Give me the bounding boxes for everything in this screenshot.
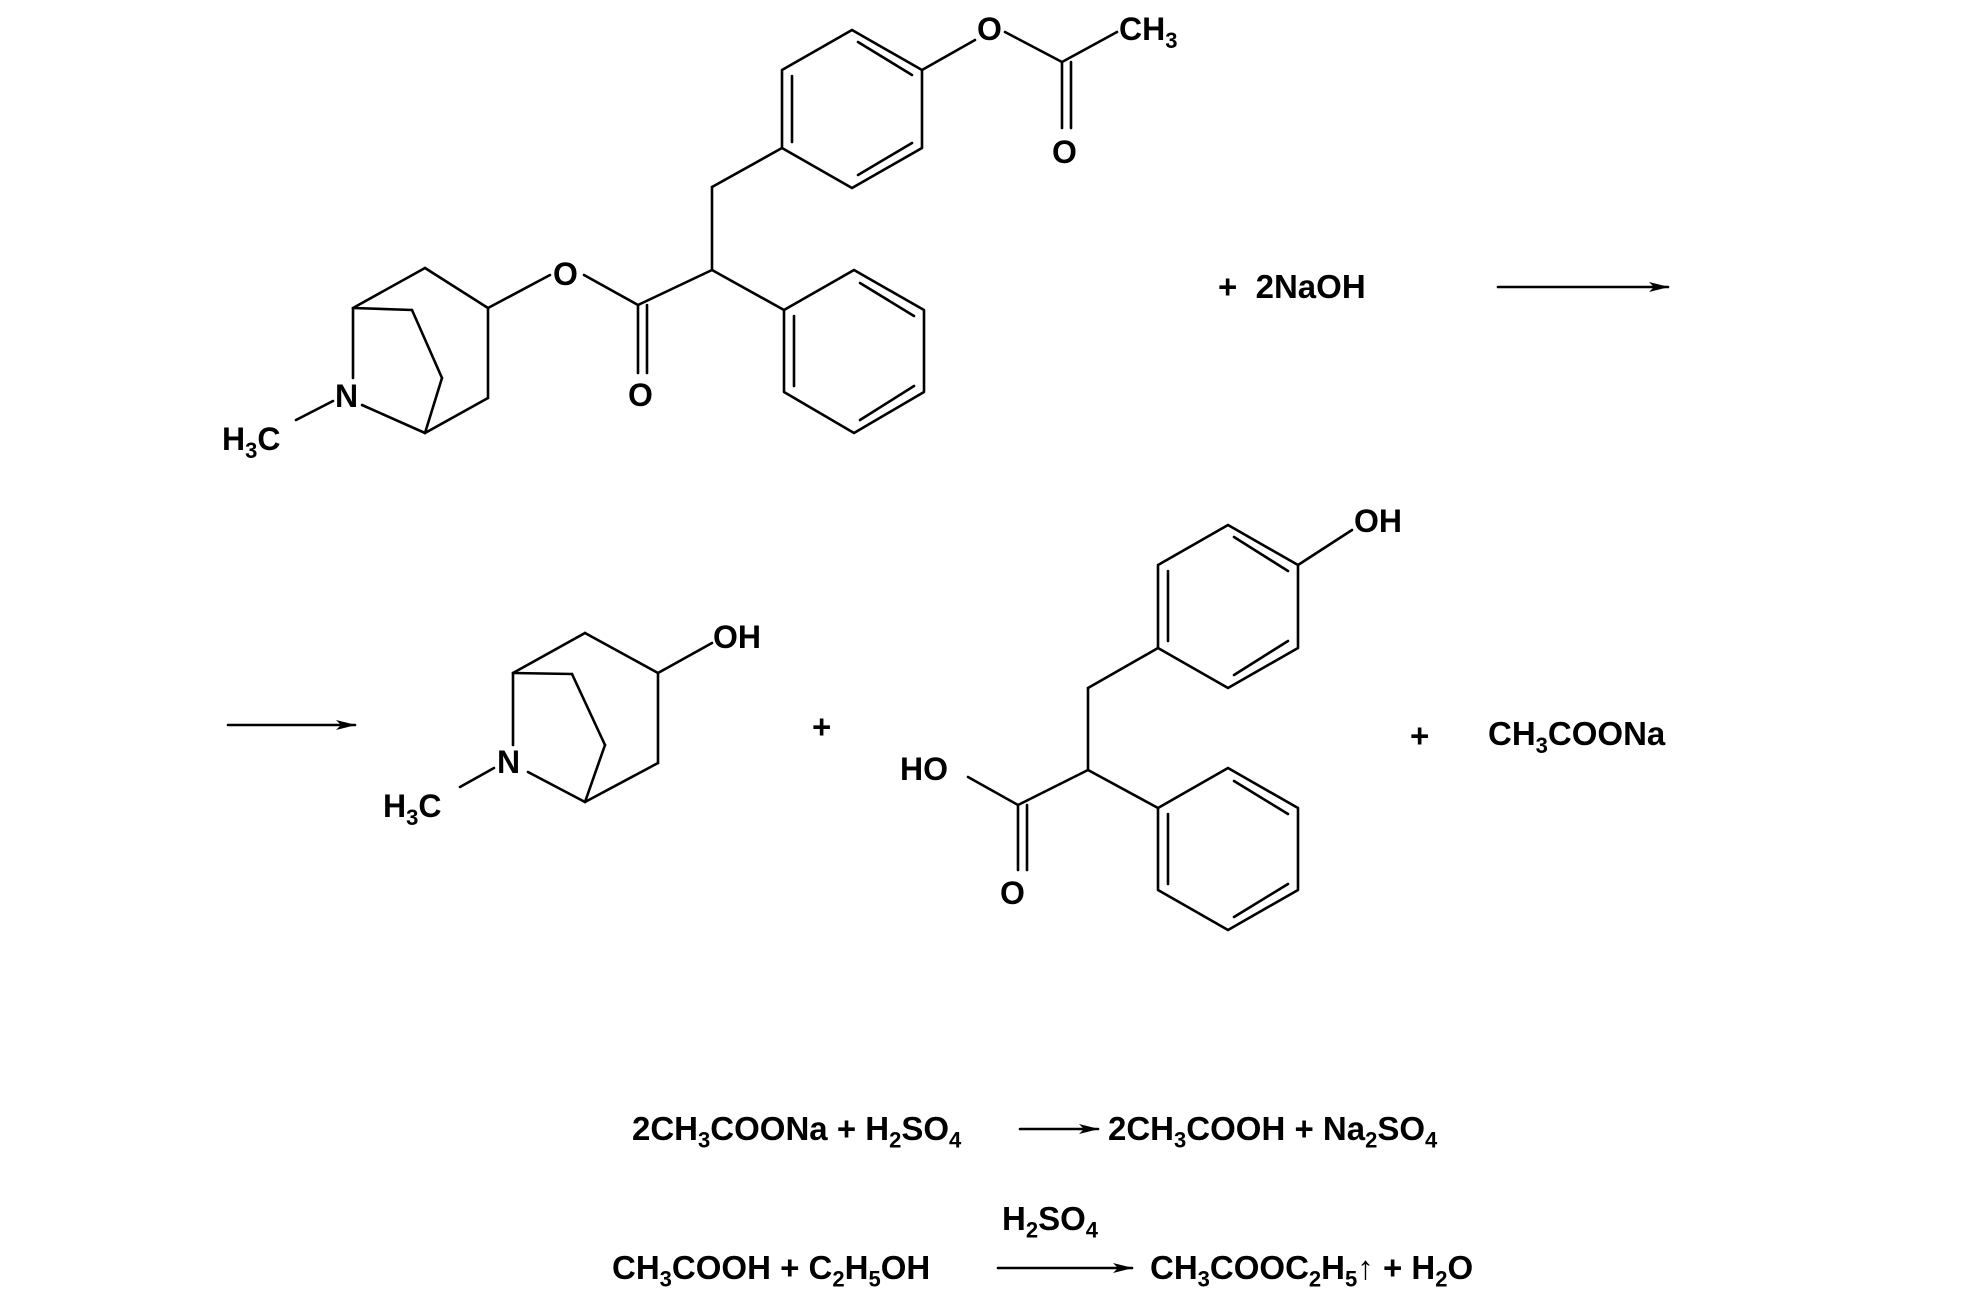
phenyl-ring — [782, 268, 926, 435]
eq1-plus-1: + — [836, 1110, 857, 1147]
tropane-ring — [294, 266, 490, 435]
sodium-acetate-label: CH3COONa — [1488, 715, 1666, 758]
acid-hydroxyl-label: HO — [900, 751, 948, 787]
eq1-reactant-1: 2CH3COONa — [632, 1110, 828, 1153]
acetoxy-oxygen-label: O — [977, 11, 1002, 47]
naoh-reagent: + 2NaOH — [1218, 268, 1366, 305]
equation-2-products: CH3COOC2H5↑ + H2O — [1150, 1249, 1473, 1293]
tropine-nitrogen-label: N — [497, 744, 520, 780]
eq2-reactant-1: CH3COOH — [612, 1249, 771, 1292]
plus-sign-1: + — [812, 708, 831, 745]
hydroxyphenyl-acid-molecule: HO O OH — [900, 503, 1402, 932]
ring-nitrogen-label: N — [335, 378, 358, 414]
eq2-catalyst: H2SO4 — [1002, 1200, 1099, 1243]
hydroxyphenyl-ring — [1156, 523, 1354, 690]
eq2-product-1: CH3COOC2H5↑ — [1150, 1249, 1374, 1292]
plus-sign-2: + — [1410, 717, 1429, 754]
acetyl-methyl-label: CH3 — [1119, 11, 1177, 53]
eq1-plus-2: + — [1294, 1110, 1314, 1147]
acid-oxygen-label: O — [1000, 875, 1025, 911]
methyl-label: H3C — [222, 421, 280, 463]
tropine-methyl-label: H3C — [383, 788, 441, 830]
reactant-molecule: N H3C O O O CH3 O — [222, 11, 1177, 463]
acetyl-oxygen-label: O — [1052, 134, 1077, 170]
tropine-hydroxyl-label: OH — [713, 619, 761, 655]
equation-1: 2CH3COONa + H2SO4 — [632, 1110, 961, 1154]
eq1-reactant-2: H2SO4 — [865, 1110, 962, 1153]
eq1-product-2: Na2SO4 — [1322, 1110, 1438, 1153]
ester-group — [486, 268, 714, 375]
equation-2: CH3COOH + C2H5OH — [612, 1249, 930, 1293]
tropine-molecule: N H3C OH — [383, 619, 761, 830]
acetoxyphenyl-ring — [780, 28, 1119, 190]
eq2-plus-1: + — [780, 1249, 800, 1286]
eq1-product-1: 2CH3COOH — [1108, 1110, 1286, 1153]
ester-oxygen-label: O — [553, 256, 578, 292]
product-phenyl-ring — [1156, 766, 1300, 932]
carbonyl-oxygen-label: O — [628, 377, 653, 413]
eq2-plus-2: + — [1382, 1249, 1403, 1286]
phenol-hydroxyl-label: OH — [1354, 503, 1402, 539]
equation-1-products: 2CH3COOH + Na2SO4 — [1108, 1110, 1437, 1154]
eq2-product-2: H2O — [1411, 1249, 1474, 1292]
eq2-reactant-2: C2H5OH — [808, 1249, 931, 1292]
